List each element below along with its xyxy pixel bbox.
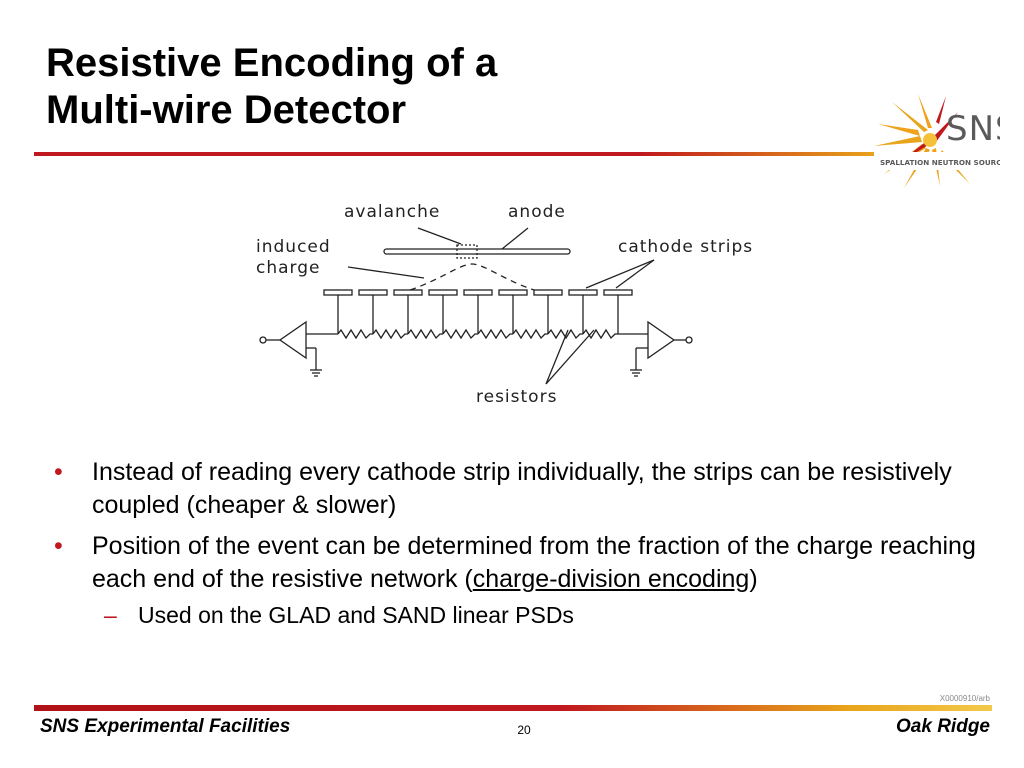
left-amplifier	[266, 320, 322, 377]
label-cathode-strips: cathode strips	[618, 237, 753, 257]
sub-bullet-text: Used on the GLAD and SAND linear PSDs	[138, 602, 574, 628]
footer-location: Oak Ridge	[896, 716, 990, 737]
title-line-2: Multi-wire Detector	[46, 88, 407, 132]
right-amplifier	[630, 320, 686, 377]
reference-code: X0000910/arb	[939, 694, 990, 703]
bullet-text: Instead of reading every cathode strip i…	[92, 458, 952, 519]
label-resistors: resistors	[476, 387, 557, 407]
bullet-list: • Instead of reading every cathode strip…	[50, 456, 990, 630]
label-anode: anode	[508, 202, 566, 222]
logo-wordmark: SNS	[946, 109, 1000, 149]
title-rule	[34, 152, 874, 156]
bullet-marker: •	[54, 532, 63, 560]
label-charge: charge	[256, 258, 320, 278]
bullet-text-end: )	[749, 565, 758, 593]
logo-subtext: SPALLATION NEUTRON SOURCE	[880, 158, 1000, 167]
title-line-1: Resistive Encoding of a	[46, 41, 498, 85]
induced-charge-curve	[409, 263, 535, 291]
page-number: 20	[517, 723, 531, 737]
bullet-item: • Position of the event can be determine…	[50, 530, 990, 596]
bullet-item: • Instead of reading every cathode strip…	[50, 456, 990, 522]
footer-rule	[34, 705, 992, 711]
footer-organization: SNS Experimental Facilities	[40, 716, 291, 737]
label-avalanche: avalanche	[344, 202, 440, 222]
bullet-text: Position of the event can be determined …	[92, 532, 976, 593]
bullet-marker: •	[54, 458, 63, 486]
avalanche-region	[456, 244, 478, 259]
cathode-strips	[323, 289, 633, 334]
resistor-chain	[306, 328, 648, 340]
sns-logo: SNS SPALLATION NEUTRON SOURCE	[874, 94, 1000, 188]
slide-title: Resistive Encoding of a Multi-wire Detec…	[46, 40, 497, 134]
sub-bullet-item: – Used on the GLAD and SAND linear PSDs	[50, 600, 990, 630]
detector-diagram: avalanche anode induced charge cathode s…	[256, 202, 753, 407]
charge-division-term: charge-division encoding	[472, 565, 750, 593]
right-output-node	[685, 336, 693, 344]
sub-bullet-marker: –	[104, 602, 117, 628]
left-output-node	[259, 336, 267, 344]
label-induced: induced	[256, 237, 331, 257]
